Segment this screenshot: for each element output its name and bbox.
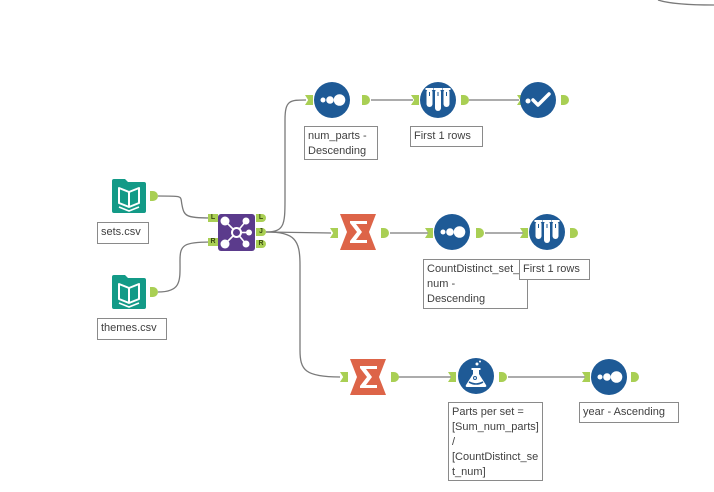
tool-annotation-sort-count-distinct: CountDistinct_set_num - Descending [423,259,528,309]
output-anchor[interactable] [631,372,639,382]
connection-sets-to-join[interactable] [157,195,211,219]
join-input-anchor-left[interactable]: L [208,214,218,222]
connection-join-to-summarize-bottom[interactable] [265,231,341,378]
output-anchor[interactable] [476,228,484,238]
connection-themes-to-join[interactable] [157,241,211,293]
input-anchor[interactable] [520,228,528,238]
flask-icon [458,358,494,394]
tool-annotation-sort-num-parts: num_parts - Descending [304,126,378,160]
input-anchor[interactable] [448,372,456,382]
sort-tool-count-distinct[interactable] [434,214,470,250]
output-anchor[interactable] [570,228,578,238]
summarize-tool-mid[interactable] [340,214,376,250]
input-anchor[interactable] [411,95,419,105]
input-anchor[interactable] [582,372,590,382]
output-anchor[interactable] [391,372,399,382]
tool-annotation-sample-mid: First 1 rows [519,259,590,280]
tool-annotation-sample-top: First 1 rows [410,126,483,147]
sample-tool-top[interactable] [420,82,456,118]
formula-tool[interactable] [458,358,494,394]
output-anchor[interactable] [362,95,370,105]
sort-icon [314,82,350,118]
test-tubes-icon [420,82,456,118]
browse-tool[interactable] [520,82,556,118]
output-anchor[interactable] [150,191,158,201]
sample-tool-mid[interactable] [529,214,565,250]
sigma-icon [340,214,376,250]
connection-join-to-sort-top[interactable] [265,99,307,233]
join-tool[interactable] [218,214,255,251]
sort-icon [434,214,470,250]
output-anchor[interactable] [150,287,158,297]
join-icon [218,214,255,251]
sort-tool-num-parts[interactable] [314,82,350,118]
sort-icon [591,359,627,395]
output-anchor[interactable] [461,95,469,105]
input-data-tool-themes[interactable] [111,274,147,310]
tool-annotation-sets: sets.csv [97,222,149,244]
sort-tool-year[interactable] [591,359,627,395]
connection-offscreen-top-right[interactable] [657,0,714,6]
join-output-anchor-join[interactable]: J [256,228,266,236]
check-icon [520,82,556,118]
test-tubes-icon [529,214,565,250]
input-anchor[interactable] [305,95,313,105]
book-icon [112,179,146,213]
input-data-tool-sets[interactable] [111,178,147,214]
tool-annotation-formula: Parts per set = [Sum_num_parts] / [Count… [448,402,543,481]
output-anchor[interactable] [561,95,569,105]
join-input-anchor-right[interactable]: R [208,238,218,246]
output-anchor[interactable] [499,372,507,382]
summarize-tool-bottom[interactable] [350,359,386,395]
tool-annotation-sort-year: year - Ascending [579,402,679,423]
sigma-icon [350,359,386,395]
join-output-anchor-left[interactable]: L [256,214,266,222]
book-icon [112,275,146,309]
tool-annotation-themes: themes.csv [97,318,167,340]
input-anchor[interactable] [425,228,433,238]
join-output-anchor-right[interactable]: R [256,240,266,248]
input-anchor[interactable] [330,228,338,238]
output-anchor[interactable] [381,228,389,238]
input-anchor[interactable] [340,372,348,382]
